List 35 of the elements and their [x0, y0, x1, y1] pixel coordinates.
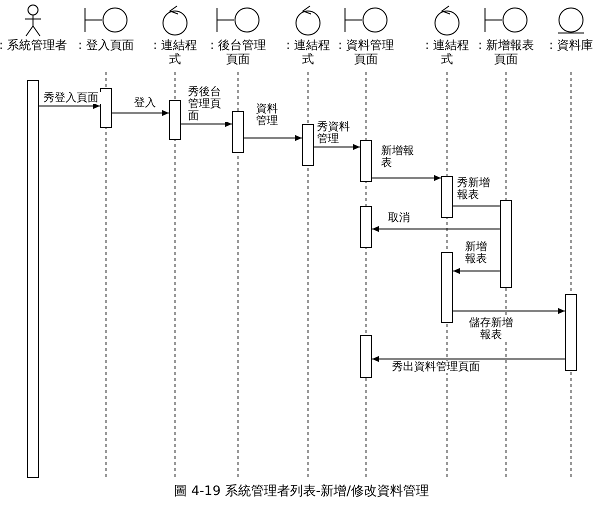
message-arrow: [452, 308, 566, 314]
activation-bar: [441, 252, 453, 323]
participant-name: : 連結程式: [285, 38, 331, 66]
activation-bar: [565, 294, 577, 371]
participant-name: : 資料管理頁面: [338, 38, 394, 66]
message-arrow: [314, 144, 360, 150]
message-arrow: [112, 110, 170, 116]
activation-bar: [169, 100, 181, 140]
figure-caption: 圖 4-19 系統管理者列表-新增/修改資料管理: [173, 483, 430, 500]
activation-bar: [232, 111, 244, 153]
message-arrow: [372, 356, 566, 362]
activation-bar: [441, 176, 453, 218]
participant-name: : 資料庫: [548, 38, 594, 52]
message-label: 秀後台管理頁面: [188, 86, 230, 122]
participant-name: : 後台管理頁面: [210, 38, 266, 66]
message-arrow: [180, 121, 232, 127]
activation-bar: [360, 206, 372, 248]
participant-name: : 連結程式: [424, 38, 470, 66]
activation-bar: [360, 140, 372, 182]
participant-name: : 登入頁面: [78, 38, 134, 52]
activation-bar: [27, 80, 39, 478]
activation-bar: [302, 124, 314, 166]
message-arrow: [372, 226, 500, 232]
message-arrow: [452, 268, 500, 274]
message-arrow: [244, 135, 302, 141]
message-label: 秀資料管理: [317, 121, 353, 145]
message-label: 秀登入頁面: [41, 92, 101, 104]
activation-bar: [500, 200, 512, 288]
participant-name: : 連結程式: [152, 38, 198, 66]
participant-name: : 新增報表頁面: [478, 38, 534, 66]
participant-name: : 系統管理者: [0, 38, 68, 52]
activation-bar: [360, 335, 372, 378]
message-arrow: [38, 103, 100, 109]
activation-bar: [100, 88, 112, 128]
message-arrow: [372, 175, 442, 181]
